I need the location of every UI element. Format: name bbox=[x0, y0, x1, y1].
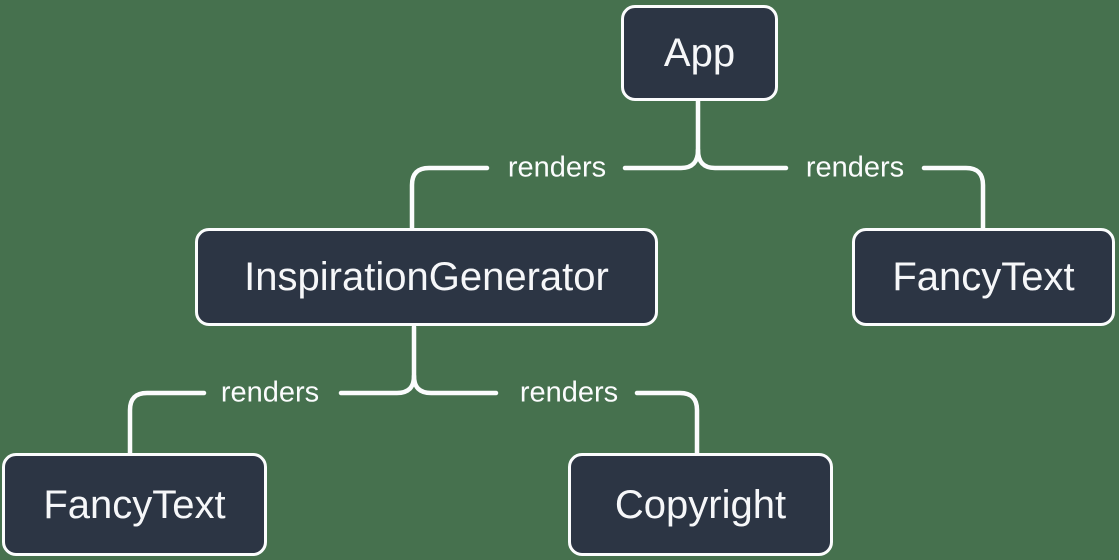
edge-label-app-renders-inspirationgenerator: renders bbox=[507, 151, 607, 184]
connector-app-stem-left-branch bbox=[622, 97, 701, 171]
connector-to-fancytext-left bbox=[127, 390, 207, 457]
node-inspiration-generator: InspirationGenerator bbox=[195, 228, 658, 326]
node-copyright-label: Copyright bbox=[614, 482, 787, 527]
node-fancy-text-left: FancyText bbox=[2, 453, 267, 556]
connector-to-inspirationgenerator bbox=[409, 165, 490, 232]
node-copyright: Copyright bbox=[568, 453, 833, 556]
connector-inspiration-stem-right-branch bbox=[411, 373, 499, 396]
connector-to-copyright bbox=[634, 390, 700, 457]
edge-label-inspirationgenerator-renders-fancytext: renders bbox=[220, 376, 320, 409]
node-fancy-text-right-label: FancyText bbox=[892, 255, 1075, 299]
node-fancy-text-right: FancyText bbox=[852, 228, 1115, 326]
node-app: App bbox=[621, 5, 778, 101]
edge-label-app-renders-fancytext: renders bbox=[805, 151, 905, 184]
connector-to-fancytext-right bbox=[921, 165, 986, 232]
connector-inspiration-stem-left-branch bbox=[338, 324, 417, 396]
node-inspiration-generator-label: InspirationGenerator bbox=[244, 255, 609, 299]
connector-app-stem-right-branch bbox=[695, 147, 789, 171]
node-app-label: App bbox=[663, 31, 736, 75]
edge-label-inspirationgenerator-renders-copyright: renders bbox=[519, 376, 619, 409]
node-fancy-text-left-label: FancyText bbox=[43, 482, 226, 527]
